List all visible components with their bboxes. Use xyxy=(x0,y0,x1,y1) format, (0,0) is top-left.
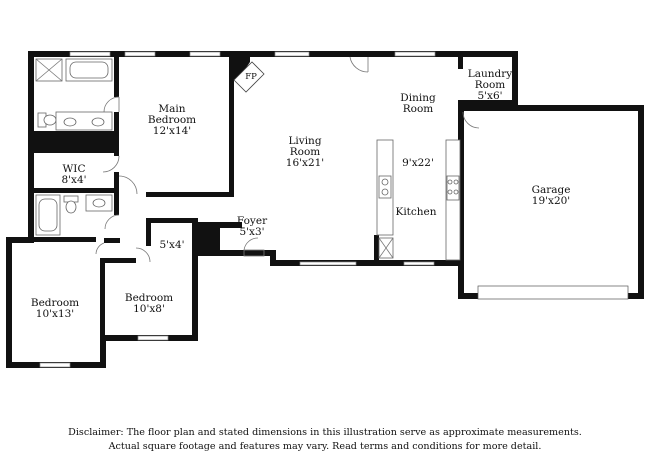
room-labels: Main Bedroom 12'x14' Living Room 16'x21'… xyxy=(31,68,571,320)
interior-walls xyxy=(34,57,518,340)
kitchen-dims: 9'x22' xyxy=(402,157,434,169)
bedroom-left-label: Bedroom xyxy=(31,297,79,309)
dining-room-label-line2: Room xyxy=(403,103,434,115)
garage-label: Garage xyxy=(532,184,571,196)
dining-room-label-line1: Dining xyxy=(400,92,436,104)
hall-closet-dims: 5'x4' xyxy=(159,239,184,251)
disclaimer-line-2: Actual square footage and features may v… xyxy=(108,441,542,452)
laundry-room-label-line1: Laundry xyxy=(468,68,512,80)
main-bedroom-dims: 12'x14' xyxy=(153,125,191,137)
fireplace: FP xyxy=(233,61,265,93)
doors xyxy=(95,56,480,263)
wic-dims: 8'x4' xyxy=(61,174,86,186)
foyer-dims: 5'x3' xyxy=(239,226,264,238)
kitchen-fixtures xyxy=(376,139,461,261)
wic-label: WIC xyxy=(63,163,86,175)
living-room-label-line1: Living xyxy=(288,135,321,147)
laundry-room-label-line2: Room xyxy=(475,79,506,91)
living-room-dims: 16'x21' xyxy=(286,157,324,169)
main-bedroom-label-line2: Bedroom xyxy=(148,114,196,126)
windows xyxy=(39,51,629,368)
kitchen-label: Kitchen xyxy=(395,206,436,218)
bath-fixtures xyxy=(35,58,113,236)
bedroom-mid-dims: 10'x8' xyxy=(133,303,165,315)
living-room-label-line2: Room xyxy=(290,146,321,158)
bedroom-left-dims: 10'x13' xyxy=(36,308,74,320)
main-bedroom-label-line1: Main xyxy=(158,103,185,115)
disclaimer: Disclaimer: The floor plan and stated di… xyxy=(0,426,650,454)
garage-dims: 19'x20' xyxy=(532,195,570,207)
laundry-room-dims: 5'x6' xyxy=(477,90,502,102)
disclaimer-line-1: Disclaimer: The floor plan and stated di… xyxy=(68,427,582,438)
foyer-label: Foyer xyxy=(237,215,268,227)
bedroom-mid-label: Bedroom xyxy=(125,292,173,304)
fireplace-label: FP xyxy=(245,72,257,82)
